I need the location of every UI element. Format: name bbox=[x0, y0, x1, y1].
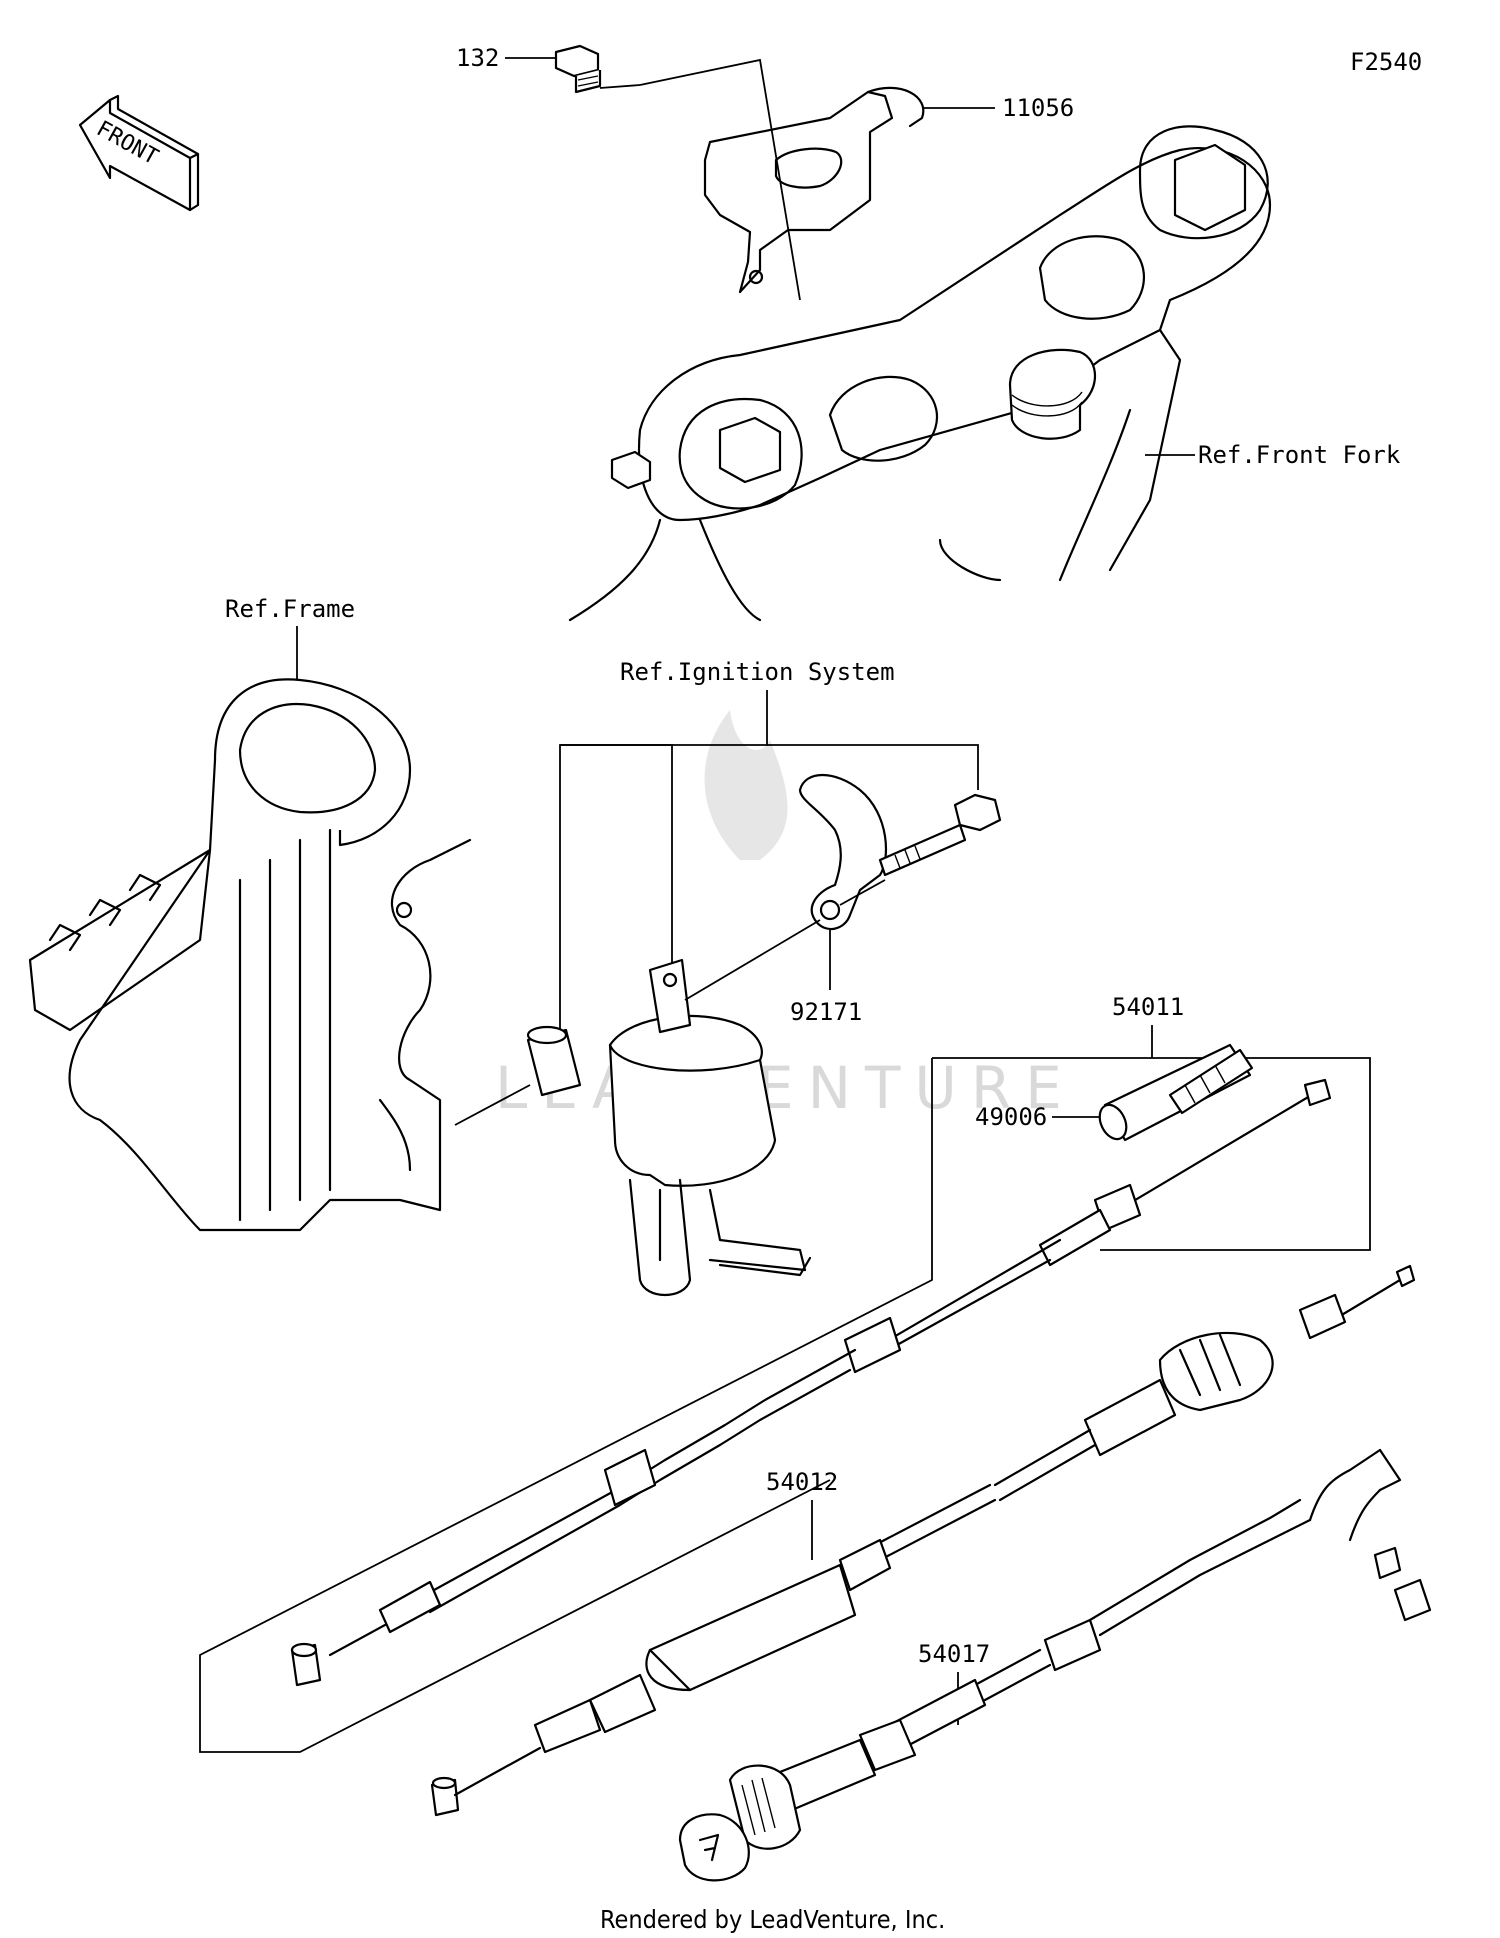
front-arrow-label: FRONT bbox=[92, 116, 162, 170]
clutch-cable-54011 bbox=[290, 1078, 1332, 1687]
leader-frame-collar bbox=[454, 1084, 531, 1126]
leader-bracket-group bbox=[639, 58, 801, 301]
label-132: 132 bbox=[456, 44, 499, 72]
label-ref-ignition: Ref.Ignition System bbox=[620, 658, 895, 686]
watermark-text: LEADVENTURE bbox=[495, 1054, 1076, 1122]
leader-bolt-clamp bbox=[839, 879, 886, 906]
label-ref-frame: Ref.Frame bbox=[225, 595, 355, 623]
label-54011: 54011 bbox=[1112, 993, 1184, 1021]
figure-id: F2540 bbox=[1350, 48, 1422, 76]
leader-ignition-c bbox=[767, 744, 979, 790]
collar bbox=[526, 1025, 582, 1097]
front-fork-bridge bbox=[568, 125, 1272, 622]
clamp-92171 bbox=[798, 773, 888, 931]
bracket-54011-left bbox=[199, 1058, 933, 1753]
ignition-coil bbox=[608, 958, 812, 1297]
bolt-132 bbox=[554, 44, 602, 94]
leader-clamp bbox=[684, 919, 821, 1001]
front-arrow-icon: FRONT bbox=[78, 94, 200, 212]
throttle-cable-54012 bbox=[430, 1264, 1416, 1817]
watermark: LEADVENTURE bbox=[495, 710, 1076, 1122]
bracket-11056 bbox=[703, 86, 925, 294]
ignition-bolt bbox=[878, 793, 1002, 877]
label-92171: 92171 bbox=[790, 998, 862, 1026]
label-54012: 54012 bbox=[766, 1468, 838, 1496]
label-54017: 54017 bbox=[918, 1640, 990, 1668]
footer-credit: Rendered by LeadVenture, Inc. bbox=[600, 1905, 945, 1934]
label-49006: 49006 bbox=[975, 1103, 1047, 1131]
frame bbox=[28, 678, 472, 1232]
label-11056: 11056 bbox=[1002, 94, 1074, 122]
leader-ignition-b bbox=[560, 744, 673, 965]
label-ref-front-fork: Ref.Front Fork bbox=[1198, 441, 1401, 469]
cable-boot bbox=[1168, 1048, 1254, 1115]
choke-cable-54017 bbox=[678, 1448, 1432, 1882]
bracket-54011-top bbox=[932, 1057, 1371, 1251]
